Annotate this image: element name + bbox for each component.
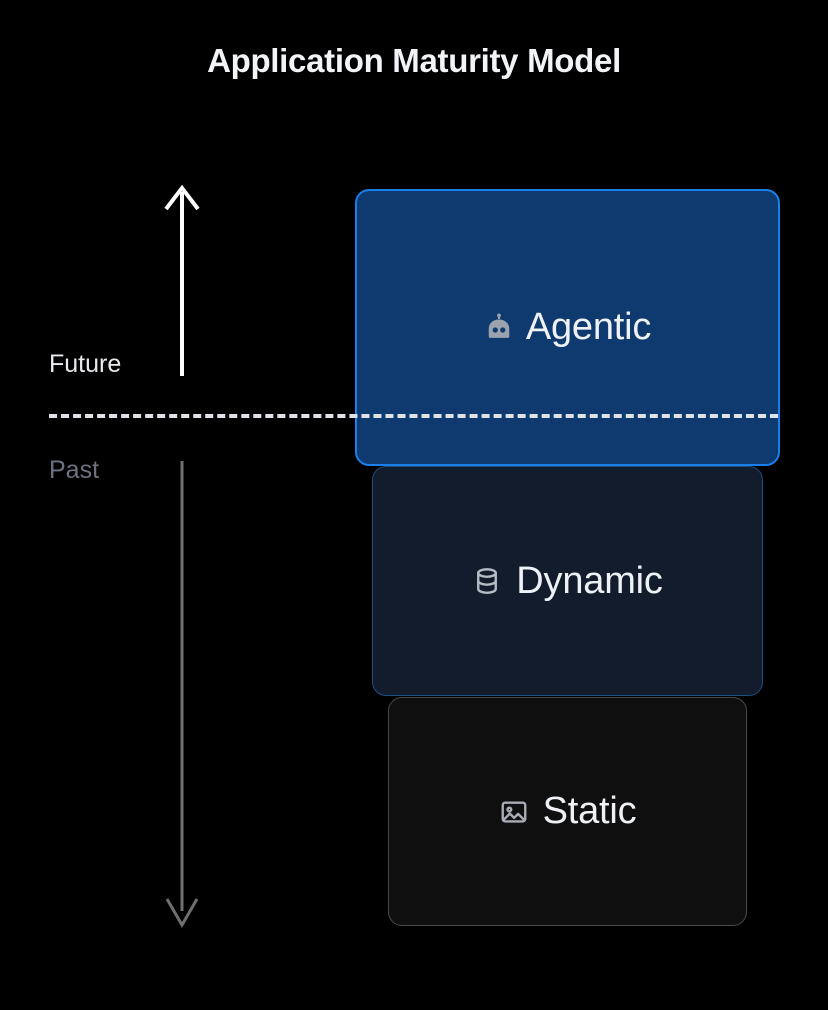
past-direction-arrow (165, 461, 199, 929)
image-icon (501, 800, 527, 823)
stage-label-dynamic: Dynamic (516, 559, 663, 602)
bot-icon (488, 313, 510, 338)
database-icon (477, 568, 498, 594)
future-direction-arrow (164, 184, 200, 376)
stage-label-static: Static (542, 790, 637, 832)
future-era-label: Future (49, 350, 122, 378)
page-title: Application Maturity Model (207, 42, 621, 79)
stage-card-agentic[interactable]: Agentic (355, 189, 780, 466)
present-day-dashed-divider (49, 414, 778, 418)
past-era-label: Past (49, 456, 100, 484)
stage-label-agentic: Agentic (525, 306, 652, 348)
stage-card-static[interactable]: Static (388, 697, 747, 926)
stage-card-dynamic[interactable]: Dynamic (372, 466, 763, 696)
